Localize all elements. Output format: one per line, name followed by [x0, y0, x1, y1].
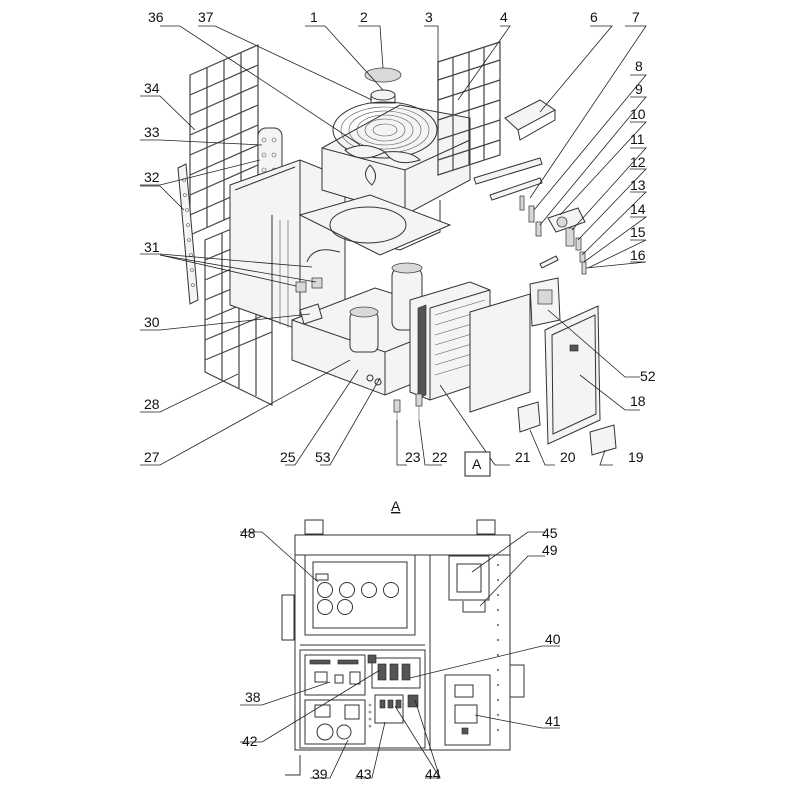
callout-10: 10 [630, 106, 646, 122]
callout-13: 13 [630, 177, 646, 193]
mount-tab-right [476, 519, 496, 535]
callout-34: 34 [144, 80, 160, 96]
mount-tab-left [304, 519, 324, 535]
callout-22: 22 [432, 449, 448, 465]
callout-30: 30 [144, 314, 160, 330]
side-tab-right [509, 664, 525, 698]
side-tab-left [281, 594, 295, 641]
fan-grille [332, 101, 438, 159]
control-display [589, 424, 617, 456]
compressor [349, 262, 423, 353]
terminal-plate [304, 554, 416, 636]
front-door [544, 305, 601, 445]
callout-7: 7 [632, 9, 640, 25]
control-panel-outer [294, 534, 511, 751]
perforated-strip [177, 163, 199, 305]
callout-11: 11 [630, 131, 645, 147]
callout-16: 16 [630, 247, 646, 263]
leader-lines-top [140, 25, 648, 466]
callouts-bottom: 38 39 40 41 42 43 44 45 48 49 [240, 525, 561, 782]
callout-36: 36 [148, 9, 164, 25]
detail-reference-label: A [472, 456, 482, 472]
sensors [393, 393, 423, 425]
callout-2: 2 [360, 9, 368, 25]
relay-bank [367, 654, 421, 689]
callout-32: 32 [144, 169, 160, 185]
leader-lines-detail [240, 531, 560, 779]
callout-1: 1 [310, 9, 318, 25]
callout-15: 15 [630, 224, 646, 240]
callout-21: 21 [515, 449, 531, 465]
callout-28: 28 [144, 396, 160, 412]
panel-perforations [496, 563, 500, 732]
callout-52: 52 [640, 368, 656, 384]
callout-20: 20 [560, 449, 576, 465]
top-panel [504, 99, 556, 141]
callout-40: 40 [545, 631, 561, 647]
callout-12: 12 [630, 154, 646, 170]
control-box [529, 277, 561, 327]
callout-9: 9 [635, 81, 643, 97]
rails [473, 157, 543, 201]
valve-parts [519, 195, 587, 275]
exploded-view: 1 2 3 4 6 7 8 9 10 11 12 13 14 15 16 18 … [140, 9, 656, 477]
contactor [448, 555, 490, 613]
detail-view-a: A [240, 498, 561, 782]
callout-8: 8 [635, 58, 643, 74]
callout-53: 53 [315, 449, 331, 465]
callout-25: 25 [280, 449, 296, 465]
callout-18: 18 [630, 393, 646, 409]
pipes [295, 249, 341, 325]
callout-45: 45 [542, 525, 558, 541]
callout-49: 49 [542, 542, 558, 558]
callout-3: 3 [425, 9, 433, 25]
callout-44: 44 [425, 766, 441, 782]
callout-4: 4 [500, 9, 508, 25]
callout-42: 42 [242, 733, 258, 749]
terminal-strip [368, 694, 419, 728]
bracket-line [285, 755, 301, 776]
callout-19: 19 [628, 449, 644, 465]
callout-33: 33 [144, 124, 160, 140]
callout-14: 14 [630, 201, 646, 217]
callout-27: 27 [144, 449, 160, 465]
fan-blade [344, 145, 421, 186]
callout-43: 43 [356, 766, 372, 782]
door-cover [517, 401, 541, 433]
callout-38: 38 [245, 689, 261, 705]
callout-23: 23 [405, 449, 421, 465]
callout-48: 48 [240, 525, 256, 541]
callout-37: 37 [198, 9, 214, 25]
detail-reference-box: A [464, 451, 491, 477]
callout-41: 41 [545, 713, 561, 729]
detail-title: A [391, 498, 401, 514]
callout-31: 31 [144, 239, 160, 255]
right-board [444, 674, 491, 746]
main-pcb [304, 654, 366, 696]
lower-pcb [304, 699, 366, 745]
callout-39: 39 [312, 766, 328, 782]
callouts-top: 1 2 3 4 6 7 8 9 10 11 12 13 14 15 16 18 … [144, 9, 656, 465]
right-grille [437, 41, 501, 176]
fan-motor-cap [364, 67, 402, 104]
callout-6: 6 [590, 9, 598, 25]
side-panel [469, 293, 531, 413]
